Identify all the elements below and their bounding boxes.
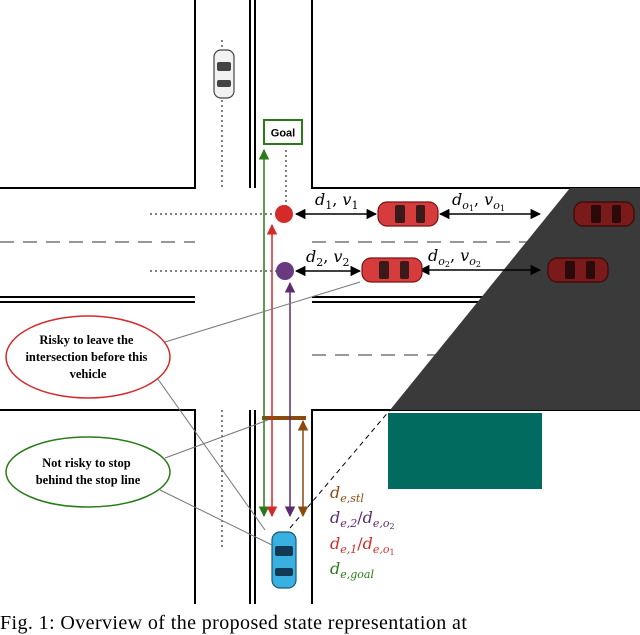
legend-goal: de,goal xyxy=(330,559,374,581)
legend-e2: de,2/de,o2 xyxy=(330,508,395,531)
ego-car xyxy=(271,531,297,589)
not-risky-line-1: Not risky to stop xyxy=(42,456,131,470)
label-do1-vo1: do1, vo1 xyxy=(452,190,505,213)
figure-caption: Fig. 1: Overview of the proposed state r… xyxy=(0,612,468,634)
legend-e1: de,1/de,o1 xyxy=(330,534,395,557)
conflict-point-1 xyxy=(275,205,293,223)
risky-connector xyxy=(164,281,361,343)
distance-legend: de,stl de,2/de,o2 de,1/de,o1 de,goal xyxy=(330,483,395,581)
risky-line-2: intersection before this xyxy=(25,350,147,364)
goal-box xyxy=(263,119,303,145)
not-risky-connector xyxy=(164,419,269,459)
risky-line-3: vehicle xyxy=(70,367,107,381)
label-d2-v2: d2, v2 xyxy=(306,247,349,269)
label-d1-v1: d1, v1 xyxy=(315,190,358,212)
not-risky-connector-ego xyxy=(159,489,273,546)
conflict-point-2 xyxy=(276,262,294,280)
not-risky-label: Not risky to stop behind the stop line xyxy=(36,456,141,487)
not-risky-line-2: behind the stop line xyxy=(36,473,141,487)
occluded-region xyxy=(390,188,640,410)
label-do2-vo2: do2, vo2 xyxy=(428,246,481,269)
not-risky-ellipse xyxy=(5,436,171,508)
risky-connector-ego xyxy=(154,374,266,531)
goal-label: Goal xyxy=(271,128,295,140)
occluded-car-2 xyxy=(547,257,609,283)
line-of-sight xyxy=(289,409,391,529)
occluded-car-1 xyxy=(573,201,635,227)
risky-line-1: Risky to leave the xyxy=(39,333,134,347)
building-block xyxy=(388,413,542,489)
red-car-1 xyxy=(377,201,439,227)
white-car xyxy=(213,49,235,99)
risky-ellipse xyxy=(5,315,171,399)
legend-stl: de,stl xyxy=(330,483,364,505)
road-edge-bottom-left xyxy=(0,409,196,604)
road-edge-top-left xyxy=(0,0,196,189)
risky-label: Risky to leave the intersection before t… xyxy=(25,333,150,381)
red-car-2 xyxy=(361,257,423,283)
road-edge-top-right xyxy=(311,0,640,189)
